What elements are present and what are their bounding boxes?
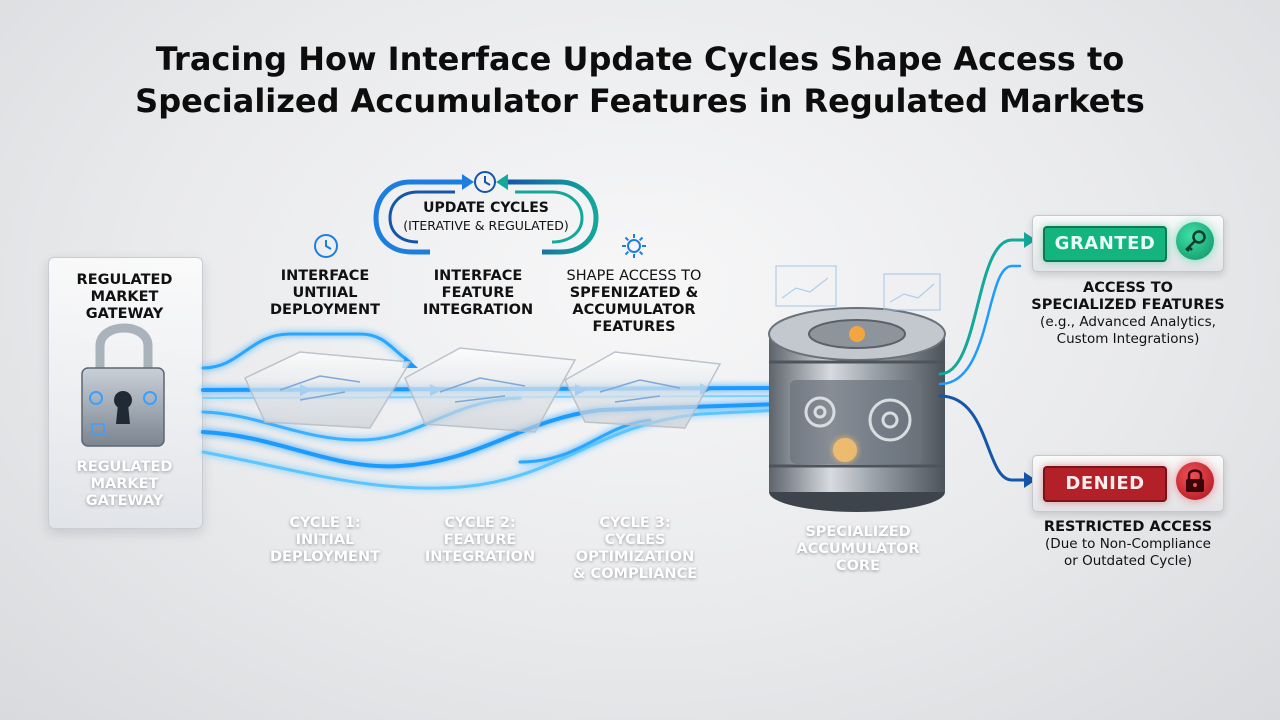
update-cycles-title: UPDATE CYCLES [423, 200, 549, 216]
core-label-line: SPECIALIZED [805, 524, 911, 540]
gateway-bottom-label: REGULATED MARKET GATEWAY [48, 459, 201, 510]
stage-label-line: FEATURES [592, 319, 676, 335]
branch-granted-outer [938, 238, 1030, 376]
stage-label-2: INTERFACE FEATURE INTEGRATION [408, 268, 548, 319]
update-cycles-label: UPDATE CYCLES (ITERATIVE & REGULATED) [386, 200, 586, 234]
denied-badge: DENIED [1043, 466, 1167, 502]
stage-label-line: FEATURE [441, 285, 515, 301]
cycle-label-line: CYCLES [604, 532, 666, 548]
gateway-top-label-line: REGULATED [76, 272, 173, 288]
arrow-icon [462, 174, 474, 190]
clock-icon [474, 171, 496, 193]
stage-label-line: INTERFACE [433, 268, 523, 284]
page-title: Tracing How Interface Update Cycles Shap… [0, 38, 1280, 122]
hologram-panels [775, 265, 941, 311]
stage-label-3: SHAPE ACCESS TO SPFENIZATED & ACCUMULATO… [556, 268, 712, 336]
loop-inner-right [515, 190, 584, 244]
stage-label-line: ACCUMULATOR [572, 302, 696, 318]
denied-description: RESTRICTED ACCESS (Due to Non-Compliance… [1018, 519, 1238, 570]
stage-label-line: INTEGRATION [422, 302, 534, 318]
key-icon [1176, 222, 1214, 260]
gateway-top-label: REGULATED MARKET GATEWAY [48, 272, 201, 323]
cycle-label-line: CYCLE 1: [289, 515, 361, 531]
stage-label-line: SPFENIZATED & [569, 285, 699, 301]
page-title-line-2: Specialized Accumulator Features in Regu… [135, 82, 1145, 120]
gateway-bottom-label-line: MARKET [90, 476, 159, 492]
lock-icon [1176, 462, 1214, 500]
cycle-label-line: OPTIMIZATION [575, 549, 695, 565]
page-title-line-1: Tracing How Interface Update Cycles Shap… [155, 40, 1125, 78]
cycle-label-line: CYCLE 3: [599, 515, 671, 531]
key-icon-glyph [1185, 230, 1206, 252]
denied-line: RESTRICTED ACCESS [1043, 519, 1213, 535]
gateway-top-label-line: MARKET [90, 289, 159, 305]
stage-label-line: DEPLOYMENT [270, 302, 380, 318]
gateway-top-label-line: GATEWAY [85, 306, 164, 322]
stage-label-line: SHAPE ACCESS TO [566, 268, 702, 284]
arrow-icon [496, 174, 508, 190]
granted-line: (e.g., Advanced Analytics, [1040, 314, 1216, 330]
gear-icon [622, 234, 646, 258]
cycle-label-3: CYCLE 3: CYCLES OPTIMIZATION & COMPLIANC… [565, 515, 705, 583]
core-label: SPECIALIZED ACCUMULATOR CORE [778, 524, 938, 575]
gear-icon [804, 396, 836, 428]
cycle-label-line: FEATURE [443, 532, 517, 548]
cycle-label-2: CYCLE 2: FEATURE INTEGRATION [410, 515, 550, 566]
cycle-label-line: CYCLE 2: [444, 515, 516, 531]
stream-top [201, 332, 412, 370]
loop-inner-left [388, 190, 455, 244]
stage-label-line: UNTIIAL [292, 285, 358, 301]
loop-right-arc [508, 179, 599, 255]
stage-label-1: INTERFACE UNTIIAL DEPLOYMENT [255, 268, 395, 319]
stream-low-3 [201, 408, 782, 490]
granted-description: ACCESS TO SPECIALIZED FEATURES (e.g., Ad… [1018, 280, 1238, 348]
outcome-branches [938, 232, 1036, 488]
gateway-panel [48, 257, 203, 529]
cycle-label-1: CYCLE 1: INITIAL DEPLOYMENT [255, 515, 395, 566]
padlock-icon [81, 323, 165, 447]
loop-left-arc [373, 179, 462, 255]
update-cycles-subtitle: (ITERATIVE & REGULATED) [403, 218, 569, 233]
arrow-icon [1024, 232, 1036, 248]
clock-icon [314, 234, 338, 258]
gateway-bottom-label-line: REGULATED [76, 459, 173, 475]
denied-line: or Outdated Cycle) [1063, 553, 1193, 569]
cycle-label-line: INTEGRATION [424, 549, 536, 565]
core-label-line: CORE [835, 558, 881, 574]
stage-plate-1 [244, 351, 412, 429]
arrow-icon [1024, 472, 1036, 488]
branch-denied [938, 394, 1030, 482]
update-cycles-loop [373, 174, 599, 255]
gear-icon [868, 398, 912, 442]
cycle-label-line: INITIAL [295, 532, 355, 548]
stage-label-line: INTERFACE [280, 268, 370, 284]
lock-icon-glyph [1186, 469, 1204, 492]
accumulator-core-cylinder [768, 307, 946, 512]
gateway-bottom-label-line: GATEWAY [85, 493, 164, 509]
stage-plate-2 [404, 347, 577, 433]
granted-line: Custom Integrations) [1056, 331, 1200, 347]
cycle-label-line: & COMPLIANCE [572, 566, 698, 582]
stream-low-2 [201, 402, 782, 469]
denied-line: (Due to Non-Compliance [1045, 536, 1211, 552]
cycle-label-line: DEPLOYMENT [270, 549, 380, 565]
stage-plate-3 [564, 351, 722, 429]
granted-line: SPECIALIZED FEATURES [1031, 297, 1225, 313]
granted-line: ACCESS TO [1083, 280, 1173, 296]
branch-granted-inner [938, 264, 1022, 386]
granted-badge: GRANTED [1043, 226, 1167, 262]
core-label-line: ACCUMULATOR [796, 541, 920, 557]
stage-plates [244, 347, 722, 433]
